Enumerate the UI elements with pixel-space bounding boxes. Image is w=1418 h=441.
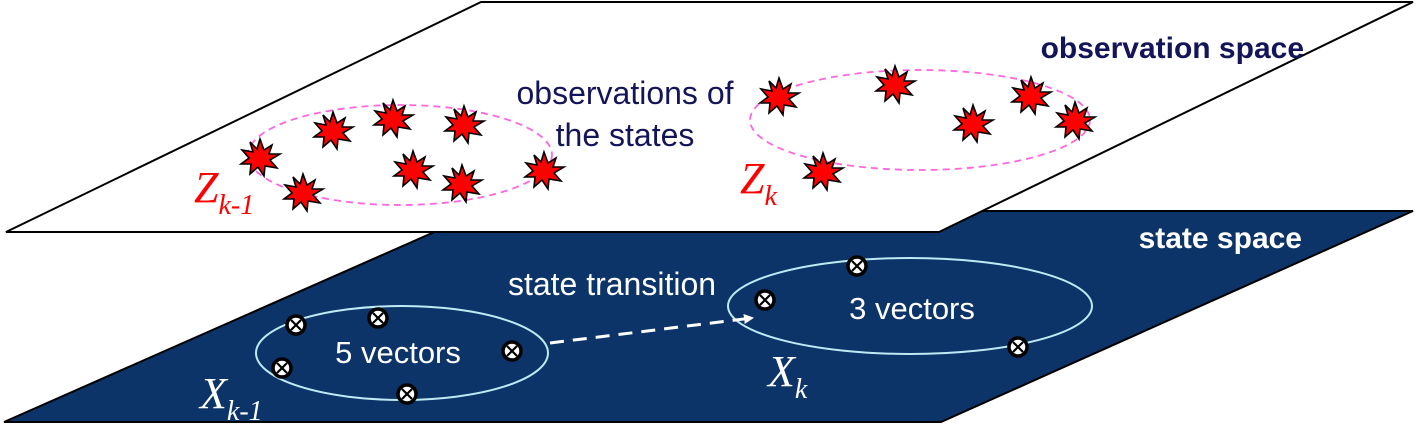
x-prev-base: X [198, 369, 229, 418]
state-transition-label: state transition [508, 266, 716, 302]
state-space-surface [3, 210, 1414, 423]
circle-cross-icon [367, 307, 389, 329]
x-curr-label: Xk [766, 347, 808, 405]
state-prev-count-label: 5 vectors [335, 335, 461, 370]
circle-cross-icon [754, 289, 776, 311]
x-prev-subscript: k-1 [227, 396, 263, 427]
z-curr-subscript: k [764, 181, 777, 212]
state-space-title: state space [1139, 222, 1302, 255]
x-prev-label: Xk-1 [198, 369, 263, 427]
x-curr-subscript: k [795, 374, 808, 405]
x-curr-base: X [766, 347, 797, 396]
circle-cross-icon [1007, 336, 1029, 358]
observation-space-title: observation space [1041, 32, 1304, 65]
circle-cross-icon [271, 357, 293, 379]
circle-cross-icon [846, 255, 868, 277]
state-set-curr-ellipse [727, 257, 1093, 355]
circle-cross-icon [501, 340, 523, 362]
observation-space-surface [5, 1, 1414, 233]
state-curr-count-label: 3 vectors [849, 291, 975, 326]
state-transition-arrow [549, 314, 754, 345]
state-space-plane [3, 210, 1414, 423]
z-prev-base: Z [194, 163, 219, 212]
observation-space-plane [5, 1, 1414, 233]
z-prev-label: Zk-1 [194, 163, 254, 221]
z-curr-base: Z [740, 154, 765, 203]
observations-annotation-line1: observations of [516, 75, 733, 111]
circle-cross-icon [396, 383, 418, 405]
z-curr-label: Zk [740, 154, 777, 212]
observations-annotation-line2: the states [556, 117, 695, 153]
z-prev-subscript: k-1 [218, 190, 254, 221]
circle-cross-icon [285, 314, 307, 336]
